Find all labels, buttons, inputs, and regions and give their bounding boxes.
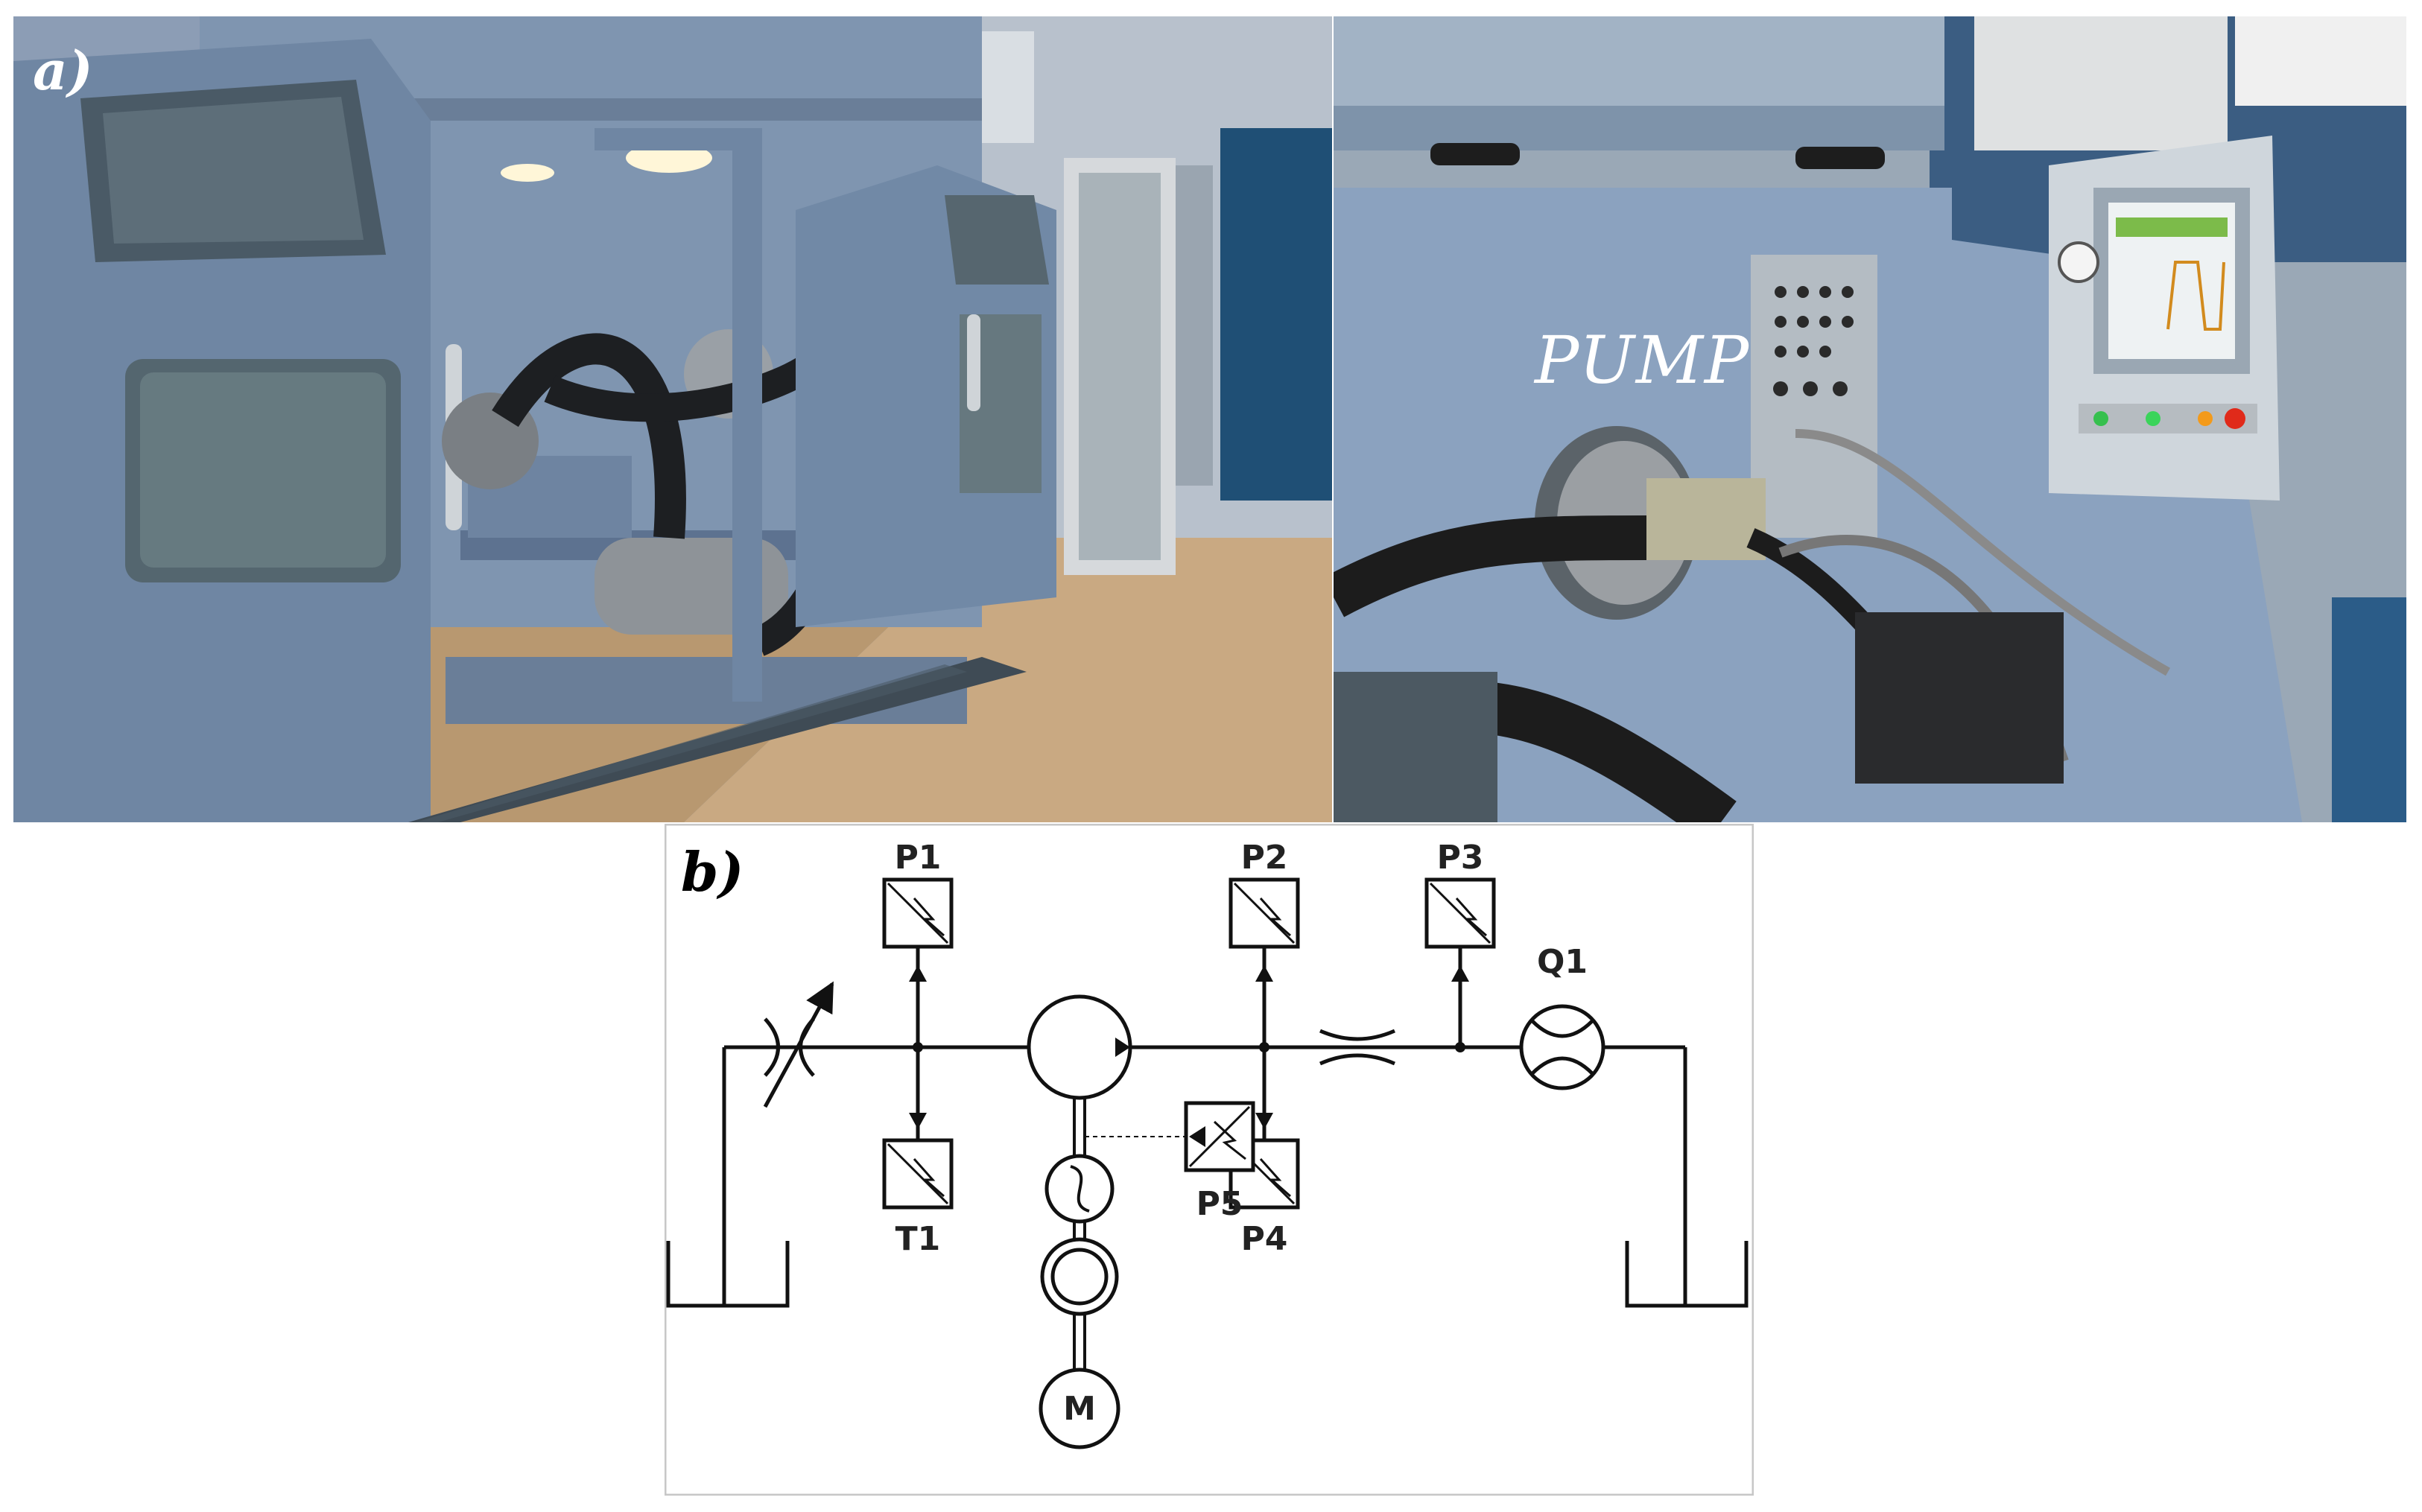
test-bench-illustration	[13, 16, 1332, 822]
label-p4: P4	[1241, 1220, 1288, 1258]
pump-station-illustration	[1334, 16, 2406, 822]
label-motor: M	[1063, 1390, 1096, 1428]
sensor-p2	[1229, 877, 1300, 949]
sensor-t1	[882, 1138, 954, 1210]
panel-label-b: b)	[681, 840, 744, 903]
photo-test-bench: a)	[13, 16, 1332, 822]
pump-symbol	[1027, 994, 1132, 1100]
schematic-drawing: P1 P2 P3 T1 P4 P5 Q1 M	[665, 824, 1754, 1496]
sensor-p3	[1424, 877, 1496, 949]
pump-label: PUMP	[1535, 322, 1751, 398]
variable-throttle	[764, 1017, 780, 1077]
label-p2: P2	[1241, 839, 1288, 877]
motor-symbol	[1039, 1368, 1120, 1449]
sensor-p1	[882, 877, 954, 949]
label-p1: P1	[895, 839, 942, 877]
label-p3: P3	[1437, 839, 1484, 877]
junction-dot	[913, 1042, 923, 1052]
fixed-orifice	[1319, 1029, 1396, 1041]
sensor-p5	[1184, 1101, 1255, 1172]
photo-pump-station: PUMP	[1334, 16, 2406, 822]
label-p5: P5	[1196, 1185, 1243, 1223]
junction-dot	[1259, 1042, 1269, 1052]
junction-dot	[1455, 1042, 1465, 1052]
panel-label-a: a)	[33, 39, 93, 102]
hydraulic-schematic: P1 P2 P3 T1 P4 P5 Q1 M b)	[665, 824, 1754, 1496]
flowmeter-q1	[1519, 1004, 1605, 1090]
label-q1: Q1	[1537, 943, 1588, 981]
left-tank	[666, 1241, 790, 1308]
label-t1: T1	[895, 1220, 941, 1258]
right-tank	[1625, 1241, 1749, 1308]
